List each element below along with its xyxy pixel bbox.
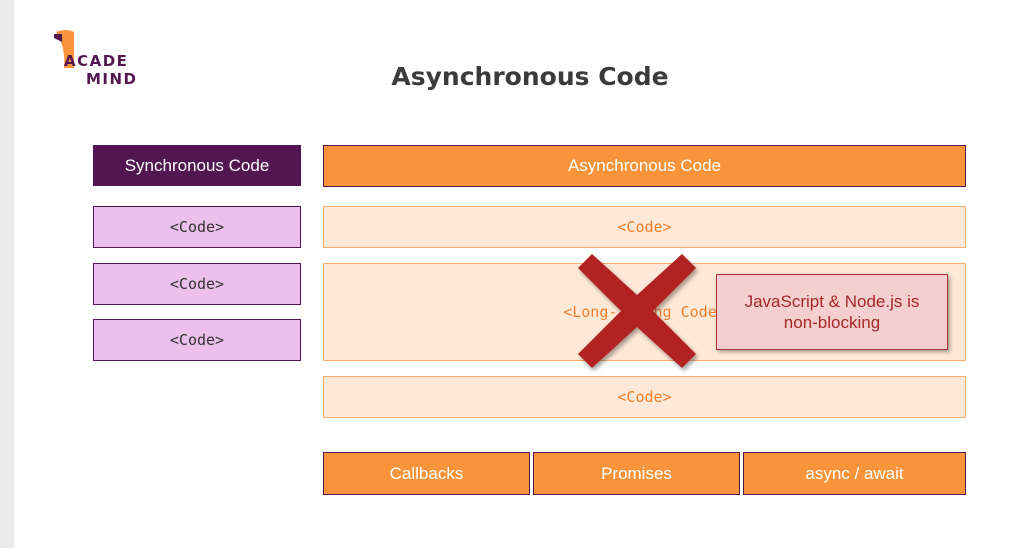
async-header: Asynchronous Code <box>323 145 966 187</box>
async-await-button[interactable]: async / await <box>743 452 966 495</box>
async-code-block: <Code> <box>323 206 966 248</box>
left-rail <box>0 0 14 548</box>
note-line1: JavaScript & Node.js is <box>744 291 920 311</box>
logo-mark-icon <box>54 30 74 68</box>
promises-button[interactable]: Promises <box>533 452 740 495</box>
non-blocking-note: JavaScript & Node.js is non-blocking <box>716 274 948 350</box>
page-title: Asynchronous Code <box>391 62 669 91</box>
callbacks-button[interactable]: Callbacks <box>323 452 530 495</box>
async-code-block: <Code> <box>323 376 966 418</box>
cross-icon <box>578 254 696 368</box>
sync-code-block: <Code> <box>93 319 301 361</box>
logo-text-line2: MIND <box>86 70 138 88</box>
academind-logo: ACADE MIND <box>52 28 162 98</box>
sync-header: Synchronous Code <box>93 145 301 186</box>
sync-code-block: <Code> <box>93 263 301 305</box>
note-line2: non-blocking <box>783 313 881 332</box>
sync-code-block: <Code> <box>93 206 301 248</box>
logo-text-line1: ACADE <box>64 52 129 70</box>
